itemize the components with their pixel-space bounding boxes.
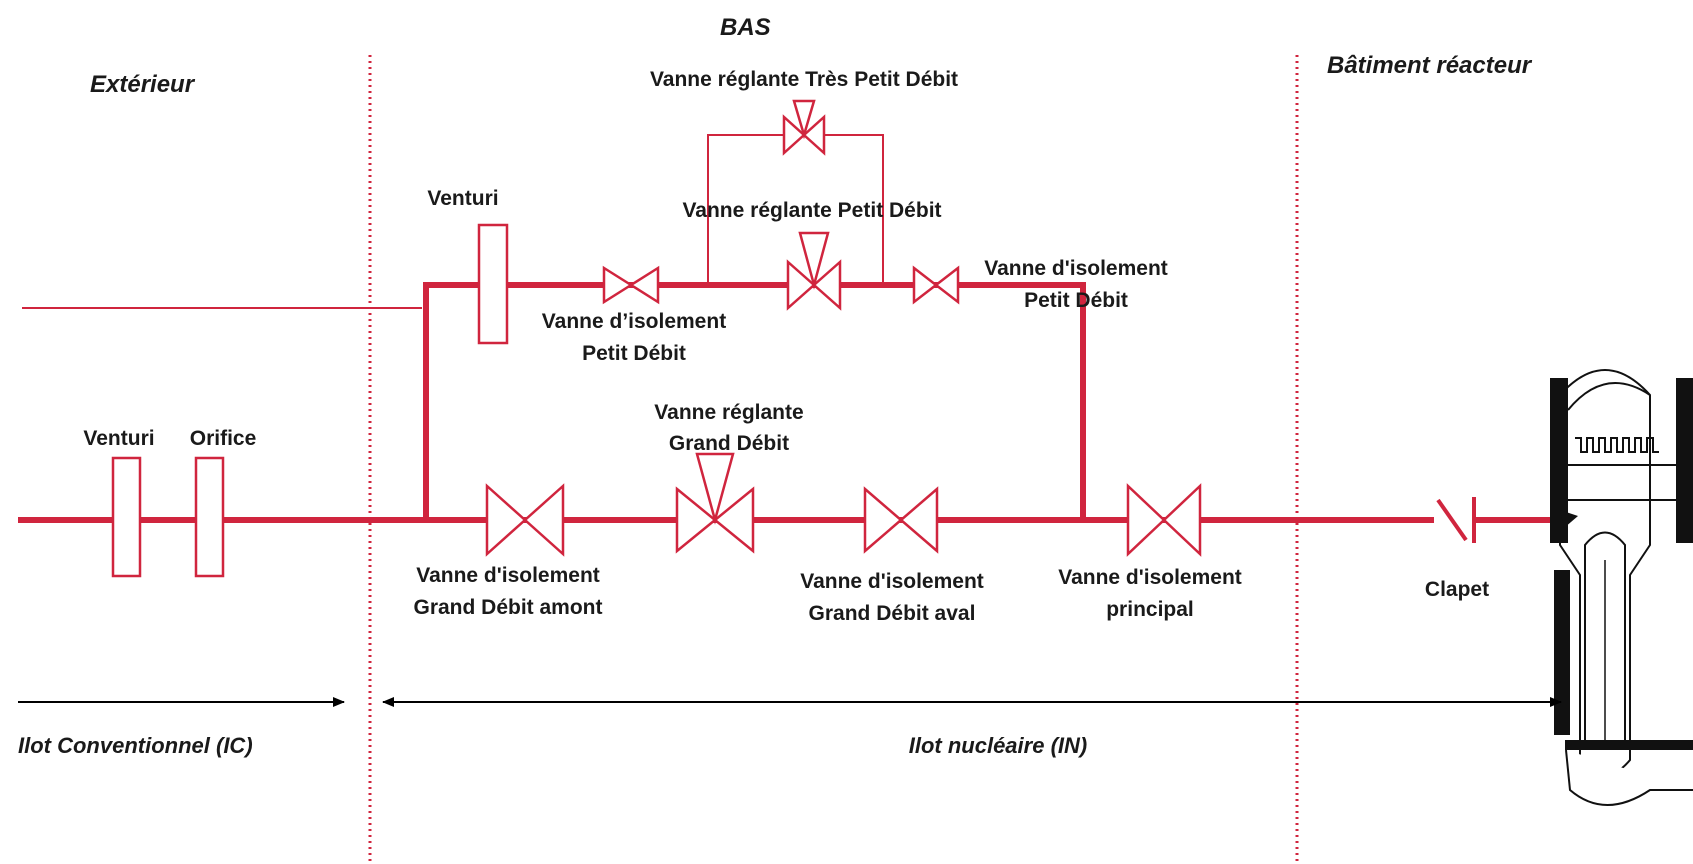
label-iso-pd-right-1: Vanne d'isolement xyxy=(984,257,1168,280)
label-iso-pd-right-2: Petit Débit xyxy=(1024,289,1128,312)
small-flow-branch xyxy=(423,282,1086,520)
reactor-vessel-icon xyxy=(1550,369,1693,806)
label-vanne-gd-2: Grand Débit xyxy=(669,432,789,455)
label-iso-pd-left-1: Vanne d’isolement xyxy=(542,310,726,333)
label-clapet: Clapet xyxy=(1425,578,1489,601)
orifice xyxy=(194,456,225,578)
zone-batiment-reacteur: Bâtiment réacteur xyxy=(1327,52,1533,79)
label-iso-gd-amont-2: Grand Débit amont xyxy=(413,596,602,619)
label-iso-gd-amont-1: Vanne d'isolement xyxy=(416,564,600,587)
valve-iso-pd-left xyxy=(602,265,660,305)
valve-iso-pd-right xyxy=(912,265,960,305)
label-iso-gd-aval-1: Vanne d'isolement xyxy=(800,570,984,593)
valve-pd xyxy=(786,231,842,311)
label-iso-gd-aval-2: Grand Débit aval xyxy=(809,602,976,625)
valve-iso-gd-aval xyxy=(863,486,939,554)
label-venturi-bas: Venturi xyxy=(427,187,498,210)
zone-bas: BAS xyxy=(720,14,771,41)
label-in: Ilot nucléaire (IN) xyxy=(909,733,1087,758)
zone-exterieur: Extérieur xyxy=(90,71,196,98)
label-vanne-pd: Vanne réglante Petit Débit xyxy=(682,199,941,222)
label-vanne-tpd: Vanne réglante Très Petit Débit xyxy=(650,68,958,91)
label-iso-principal-1: Vanne d'isolement xyxy=(1058,566,1242,589)
label-orifice: Orifice xyxy=(190,427,257,450)
venturi-ext xyxy=(111,456,142,578)
valve-gd xyxy=(675,452,755,554)
venturi-bas xyxy=(477,223,509,345)
label-vanne-gd-1: Vanne réglante xyxy=(654,401,803,424)
label-ic: Ilot Conventionnel (IC) xyxy=(18,733,253,758)
label-iso-pd-left-2: Petit Débit xyxy=(582,342,686,365)
valve-tpd xyxy=(782,99,826,156)
valve-iso-gd-amont xyxy=(485,483,565,557)
valve-iso-principal xyxy=(1126,483,1202,557)
label-iso-principal-2: principal xyxy=(1106,598,1194,621)
label-venturi-ext: Venturi xyxy=(83,427,154,450)
check-valve-clapet xyxy=(1434,497,1476,543)
